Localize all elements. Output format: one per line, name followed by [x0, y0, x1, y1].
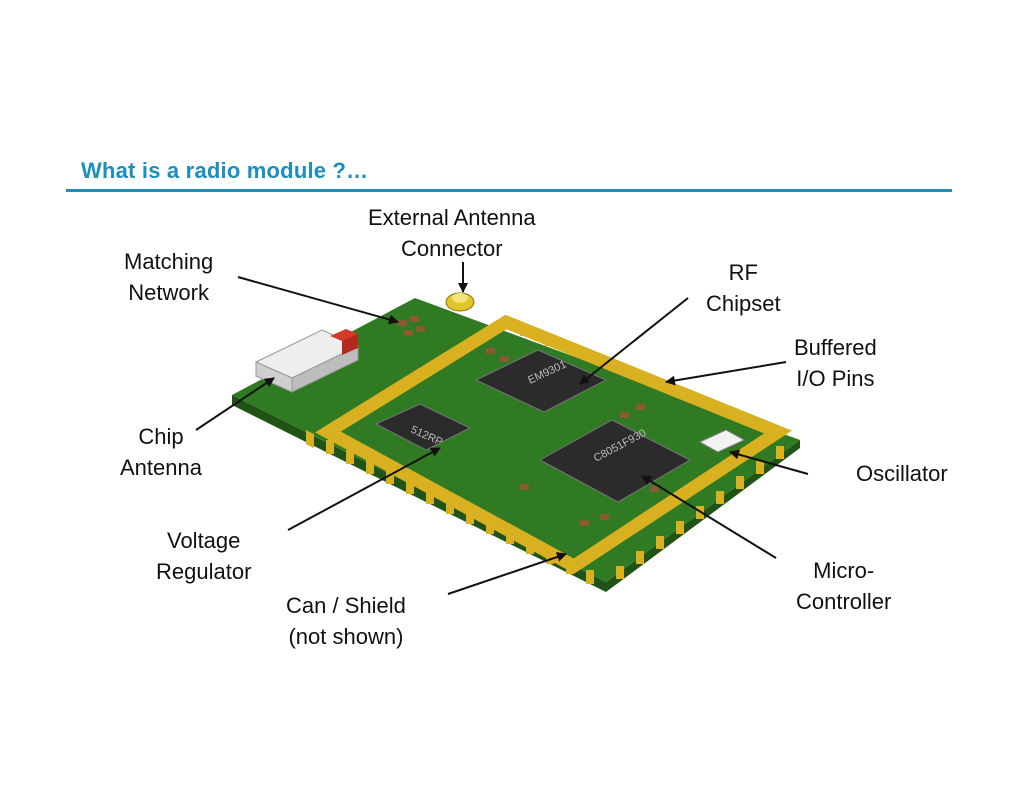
arrow-chip-antenna [195, 377, 275, 431]
label-micro-controller: Micro- Controller [796, 558, 892, 614]
rf-chipset-part: EM9301 [474, 349, 608, 413]
label-chip-antenna: Chip Antenna [120, 424, 202, 480]
arrow-micro-controller [641, 475, 777, 559]
label-oscillator: Oscillator [856, 461, 948, 486]
io-pads-back [520, 330, 730, 412]
arrow-oscillator [729, 449, 809, 475]
arrow-matching-network [237, 276, 399, 325]
oscillator-part [698, 429, 746, 453]
label-rf-chipset: RF Chipset [706, 260, 781, 316]
arrow-voltage-regulator [287, 447, 441, 531]
arrow-rf-chipset [579, 297, 689, 385]
io-pins-left [306, 429, 594, 584]
voltage-regulator-part: 512RP [374, 403, 472, 451]
arrow-can-shield [447, 552, 567, 595]
passive-components [486, 348, 659, 526]
arrow-buffered-io [665, 361, 787, 386]
label-voltage-regulator: Voltage Regulator [156, 528, 252, 584]
callout-arrows [195, 262, 809, 595]
chip-antenna-part [254, 329, 360, 393]
label-external-antenna-connector: External Antenna Connector [368, 205, 536, 261]
title-underline [66, 189, 952, 192]
external-antenna-connector-part [445, 292, 475, 312]
label-buffered-io-pins: Buffered I/O Pins [794, 335, 877, 391]
label-can-shield: Can / Shield (not shown) [286, 593, 406, 649]
slide-title: What is a radio module ?… [81, 158, 369, 183]
matching-network-parts [398, 316, 425, 336]
label-matching-network: Matching Network [124, 249, 214, 305]
